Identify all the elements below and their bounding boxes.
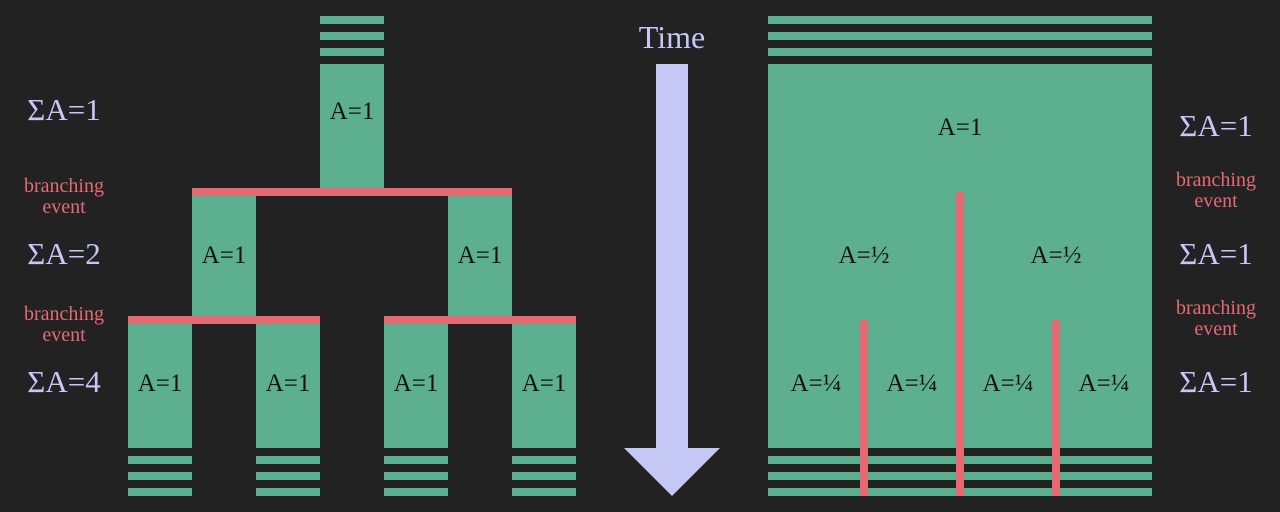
left-l2-label: A=1: [458, 242, 503, 269]
left-branching-label: event: [42, 324, 86, 346]
right-branching-label: branching: [1176, 297, 1256, 319]
left-branch-l3: [128, 324, 192, 448]
stripe: [768, 32, 1152, 40]
left-bottom-stripes: [128, 456, 576, 496]
right-l3-label: A=¼: [887, 370, 938, 397]
time-label: Time: [639, 19, 705, 55]
left-l3-label: A=1: [266, 370, 311, 397]
left-branching-label: event: [42, 196, 86, 218]
right-sum-label: ΣA=1: [1179, 236, 1252, 271]
left-sum-label: ΣA=2: [27, 236, 100, 271]
left-branch-l2: [192, 196, 256, 316]
right-l1-label: A=1: [938, 114, 983, 141]
right-branching-label: event: [1194, 318, 1238, 340]
left-branch-l1: [320, 64, 384, 188]
left-sum-label: ΣA=4: [27, 364, 101, 399]
right-sum-label: ΣA=1: [1179, 364, 1252, 399]
left-l3-label: A=1: [522, 370, 567, 397]
left-l2-label: A=1: [202, 242, 247, 269]
left-sum-label: ΣA=1: [27, 92, 100, 127]
right-l2-label: A=½: [839, 242, 890, 269]
stripe: [320, 48, 384, 56]
arrow-shaft: [656, 64, 688, 448]
left-branching-event-2: [128, 316, 320, 324]
time-arrow: Time: [624, 19, 720, 496]
stripe: [320, 16, 384, 24]
stripe: [320, 32, 384, 40]
left-top-stripes: [320, 16, 384, 56]
stripe: [768, 48, 1152, 56]
right-branching-event-1: [956, 192, 964, 496]
left-branch-l3: [256, 324, 320, 448]
left-branching-label: branching: [24, 175, 104, 197]
left-branching-label: branching: [24, 303, 104, 325]
right-l3-label: A=¼: [791, 370, 842, 397]
right-branching-event-2: [860, 320, 868, 496]
left-branching-event-1: [192, 188, 512, 196]
right-branching-event-2: [1052, 320, 1060, 496]
left-l3-label: A=1: [138, 370, 183, 397]
left-tree: A=1 A=1 A=1 A=1 A=1 A=1 A=1 ΣA=1 ΣA=2 ΣA…: [24, 16, 576, 496]
right-l3-label: A=¼: [983, 370, 1034, 397]
left-branch-l2: [448, 196, 512, 316]
right-branching-label: branching: [1176, 169, 1256, 191]
left-branch-l3: [384, 324, 448, 448]
right-l3-label: A=¼: [1079, 370, 1130, 397]
right-sum-label: ΣA=1: [1179, 108, 1252, 143]
left-l3-label: A=1: [394, 370, 439, 397]
left-l1-label: A=1: [330, 98, 375, 125]
left-branching-event-2: [384, 316, 576, 324]
arrow-down-icon: [624, 448, 720, 496]
left-branch-l3: [512, 324, 576, 448]
right-l2-label: A=½: [1031, 242, 1082, 269]
stripe: [768, 16, 1152, 24]
right-branching-label: event: [1194, 190, 1238, 212]
right-diagram: A=1 A=½ A=½ A=¼ A=¼ A=¼ A=¼ ΣA=1 ΣA=1 ΣA…: [768, 16, 1256, 496]
